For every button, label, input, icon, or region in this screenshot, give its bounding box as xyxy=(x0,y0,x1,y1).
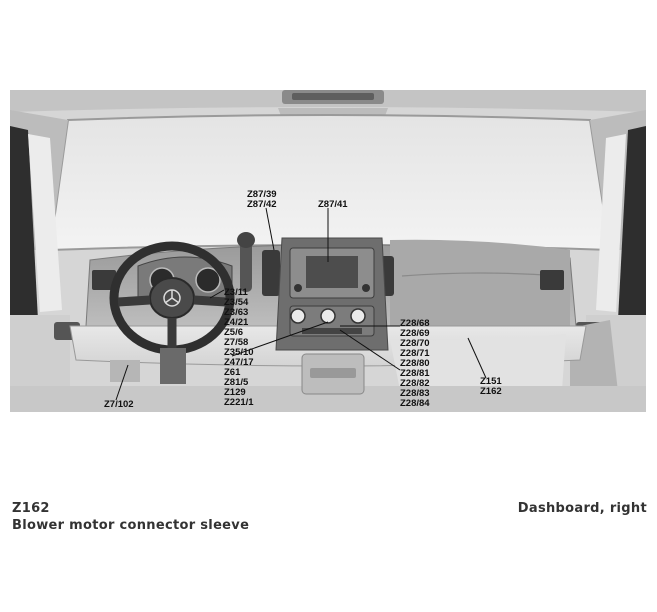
right-side-window xyxy=(596,134,626,312)
caption-location: Dashboard, right xyxy=(517,501,647,516)
gear-lever xyxy=(240,240,252,292)
passenger-dash-panel xyxy=(390,239,570,326)
label-z87-41: Z87/41 xyxy=(318,199,348,210)
climate-knob-left-icon xyxy=(290,308,306,324)
passenger-side-vent xyxy=(540,270,564,290)
label-z28-80: Z28/80 xyxy=(400,358,430,369)
label-z28-69: Z28/69 xyxy=(400,328,430,339)
label-z87-42: Z87/42 xyxy=(247,199,277,210)
label-z61: Z61 xyxy=(224,367,241,378)
label-z162: Z162 xyxy=(480,386,502,397)
windshield xyxy=(48,114,612,252)
radio-knob-right-icon xyxy=(362,284,370,292)
console-tray xyxy=(310,368,356,378)
label-z35-10: Z35/10 xyxy=(224,347,254,358)
glovebox xyxy=(390,334,566,390)
label-z87-39: Z87/39 xyxy=(247,189,277,200)
label-z28-82: Z28/82 xyxy=(400,378,430,389)
label-z28-84: Z28/84 xyxy=(400,398,430,409)
label-z28-71: Z28/71 xyxy=(400,348,430,359)
overhead-console-display xyxy=(292,93,374,100)
label-z81-5: Z81/5 xyxy=(224,377,249,388)
left-side-window xyxy=(28,134,62,312)
label-z28-81: Z28/81 xyxy=(400,368,430,379)
label-z28-83: Z28/83 xyxy=(400,388,430,399)
gear-knob-icon xyxy=(237,232,255,248)
label-z3-11: Z3/11 xyxy=(224,287,248,298)
label-z7-102: Z7/102 xyxy=(104,399,134,410)
dashboard-illustration: Z87/39 Z87/42 Z87/41 Z3/11 Z3/54 Z3/63 Z… xyxy=(10,90,646,412)
caption-component-description: Blower motor connector sleeve xyxy=(12,518,250,533)
label-z3-63: Z3/63 xyxy=(224,307,248,318)
driver-footwell xyxy=(110,360,140,382)
caption-component-code: Z162 xyxy=(12,501,50,516)
label-z47-17: Z47/17 xyxy=(224,357,254,368)
label-z28-68: Z28/68 xyxy=(400,318,430,329)
tachometer-icon xyxy=(195,267,221,293)
callout-lines xyxy=(115,207,487,401)
driver-side-vent xyxy=(92,270,116,290)
climate-knob-center-icon xyxy=(320,308,336,324)
climate-knob-right-icon xyxy=(350,308,366,324)
label-z5-6: Z5/6 xyxy=(224,327,243,338)
label-z4-21: Z4/21 xyxy=(224,317,249,328)
label-z3-54: Z3/54 xyxy=(224,297,249,308)
left-center-vent xyxy=(262,250,280,296)
climate-buttons xyxy=(302,328,362,334)
radio-display xyxy=(306,256,358,288)
label-z7-58: Z7/58 xyxy=(224,337,248,348)
right-door-frame xyxy=(618,126,646,320)
radio-knob-left-icon xyxy=(294,284,302,292)
steering-column xyxy=(160,348,186,384)
label-z221-1: Z221/1 xyxy=(224,397,254,408)
left-door-frame xyxy=(10,126,38,320)
label-z151: Z151 xyxy=(480,376,502,387)
label-z28-70: Z28/70 xyxy=(400,338,430,349)
label-z129: Z129 xyxy=(224,387,246,398)
